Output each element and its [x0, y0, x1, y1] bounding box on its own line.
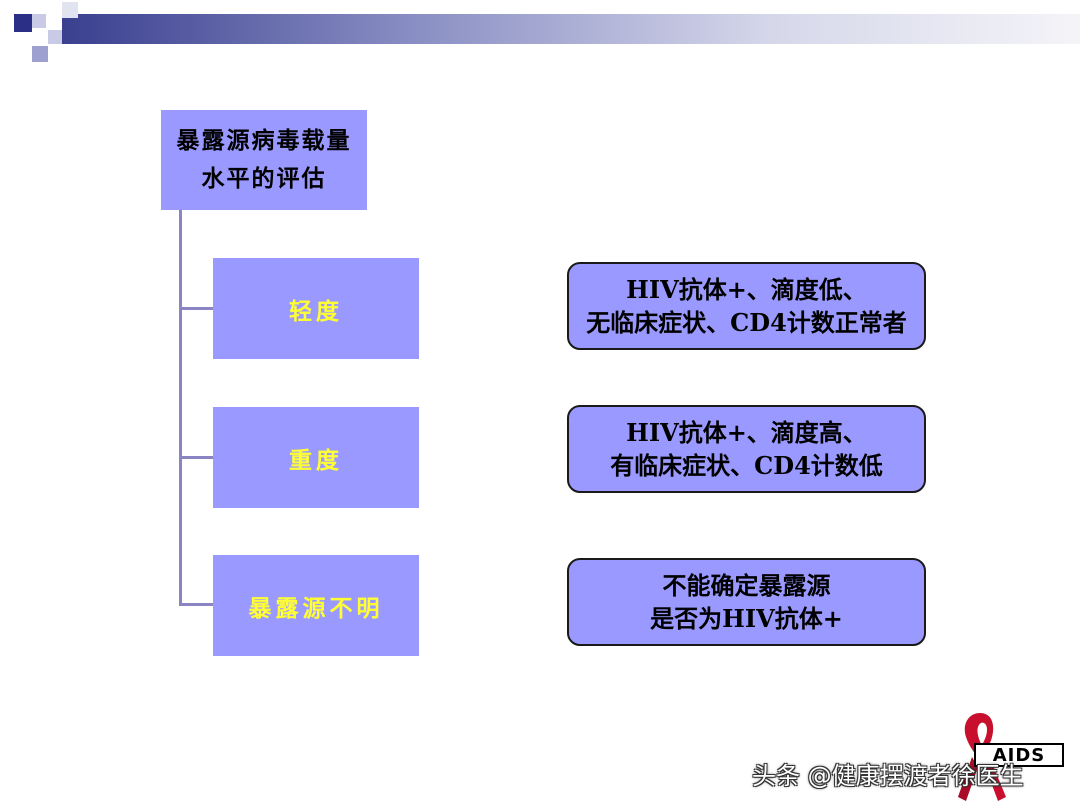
watermark-text: 头条 @健康摆渡者徐医生 — [752, 762, 1024, 790]
header-square-decoration — [32, 46, 48, 62]
root-node-line2: 水平的评估 — [201, 165, 327, 192]
category-node-severe: 重度 — [213, 407, 419, 508]
description-box-severe: HIV抗体+、滴度高、 有临床症状、CD4计数低 — [567, 405, 926, 493]
header-square-decoration — [32, 14, 46, 28]
root-node-line1: 暴露源病毒载量 — [176, 127, 352, 154]
description-box-mild: HIV抗体+、滴度低、 无临床症状、CD4计数正常者 — [567, 262, 926, 350]
description-box-unknown: 不能确定暴露源 是否为HIV抗体+ — [567, 558, 926, 646]
category-node-mild: 轻度 — [213, 258, 419, 359]
description-line: HIV抗体+、滴度高、 — [626, 418, 867, 447]
description-line: HIV抗体+、滴度低、 — [626, 275, 867, 304]
header-square-decoration — [48, 30, 62, 44]
category-label: 暴露源不明 — [248, 594, 384, 622]
description-line: 无临床症状、CD4计数正常者 — [586, 308, 907, 337]
description-line: 不能确定暴露源 — [662, 571, 831, 600]
description-line: 有临床症状、CD4计数低 — [610, 451, 883, 480]
root-node: 暴露源病毒载量 水平的评估 — [161, 110, 367, 210]
category-label: 轻度 — [289, 297, 343, 325]
tree-branch-connector — [179, 456, 213, 459]
header-square-decoration — [62, 2, 78, 18]
header-gradient-bar — [62, 14, 1080, 44]
header-square-decoration — [14, 14, 32, 32]
tree-branch-connector — [179, 307, 213, 310]
category-node-unknown: 暴露源不明 — [213, 555, 419, 656]
aids-logo: AIDS — [974, 743, 1064, 767]
tree-vertical-connector — [179, 210, 182, 606]
header-square-decoration — [32, 30, 46, 44]
category-label: 重度 — [289, 446, 343, 474]
tree-branch-connector — [179, 603, 213, 606]
description-line: 是否为HIV抗体+ — [650, 604, 843, 633]
